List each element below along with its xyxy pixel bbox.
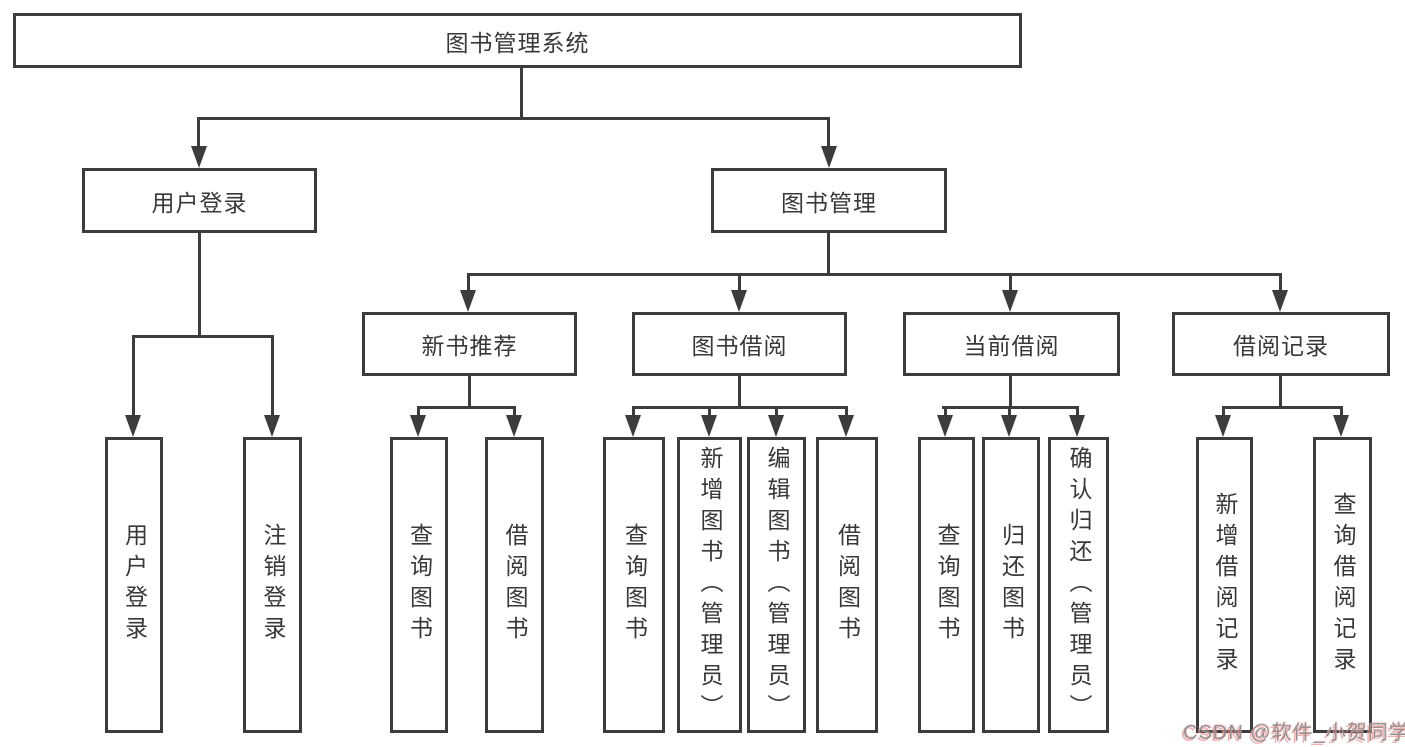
node-book-management-label: 图书管理 — [781, 189, 877, 216]
arrowhead-down-icon — [191, 146, 207, 168]
leaf-borrow-books-recommend-label: 借阅图书 — [502, 523, 528, 647]
node-book-management: 图书管理 — [711, 168, 947, 233]
connector-line — [467, 273, 1282, 276]
leaf-edit-books-admin-label: 编辑图书（管理员） — [764, 445, 790, 725]
leaf-add-borrow-record: 新增借阅记录 — [1196, 437, 1253, 733]
node-user-login: 用户登录 — [82, 168, 317, 233]
node-user-login-label: 用户登录 — [151, 189, 248, 216]
leaf-return-books: 归还图书 — [982, 437, 1040, 733]
leaf-query-books-recommend: 查询图书 — [390, 437, 448, 733]
watermark: CSDN @软件_小贺同学 — [1183, 722, 1405, 744]
leaf-edit-books-admin: 编辑图书（管理员） — [747, 437, 806, 733]
node-borrowing-records-label: 借阅记录 — [1233, 333, 1329, 359]
connector-line — [944, 406, 947, 417]
leaf-query-books-borrowing-label: 查询图书 — [621, 523, 648, 647]
connector-line — [632, 406, 848, 409]
leaf-confirm-return-admin: 确认归还（管理员） — [1048, 437, 1109, 733]
arrowhead-down-icon — [1215, 415, 1231, 437]
connector-line — [845, 406, 848, 417]
leaf-logout: 注销登录 — [243, 437, 302, 733]
connector-line — [708, 406, 711, 417]
node-book-borrowing: 图书借阅 — [632, 312, 847, 376]
connector-line — [1340, 406, 1343, 417]
leaf-user-login-label: 用户登录 — [121, 523, 148, 647]
connector-line — [1222, 406, 1225, 417]
connector-line — [468, 376, 471, 406]
leaf-borrow-books-recommend: 借阅图书 — [485, 437, 544, 733]
node-root: 图书管理系统 — [13, 13, 1022, 68]
node-root-label: 图书管理系统 — [445, 29, 590, 56]
leaf-query-books-borrowing: 查询图书 — [603, 437, 665, 733]
connector-line — [1222, 406, 1343, 409]
arrowhead-down-icon — [506, 415, 522, 437]
node-current-borrowing: 当前借阅 — [903, 312, 1120, 376]
connector-line — [513, 406, 516, 417]
arrowhead-down-icon — [625, 415, 641, 437]
leaf-query-borrow-record: 查询借阅记录 — [1313, 437, 1372, 733]
connector-line — [1279, 376, 1282, 406]
leaf-logout-label: 注销登录 — [260, 523, 286, 647]
connector-line — [197, 117, 200, 150]
connector-line — [520, 68, 523, 117]
connector-line — [417, 406, 516, 409]
arrowhead-down-icon — [125, 415, 141, 437]
leaf-add-books-admin: 新增图书（管理员） — [677, 437, 742, 733]
arrowhead-down-icon — [838, 415, 854, 437]
arrowhead-down-icon — [460, 290, 476, 312]
node-current-borrowing-label: 当前借阅 — [963, 333, 1060, 359]
leaf-query-books-current-label: 查询图书 — [934, 523, 960, 647]
connector-line — [827, 117, 830, 150]
connector-line — [738, 376, 741, 406]
node-new-book-recommendation: 新书推荐 — [362, 312, 577, 376]
connector-line — [1279, 273, 1282, 292]
leaf-borrow-books-borrowing-label: 借阅图书 — [834, 523, 861, 647]
connector-line — [632, 406, 635, 417]
arrowhead-down-icon — [264, 415, 280, 437]
arrowhead-down-icon — [410, 415, 426, 437]
arrowhead-down-icon — [701, 415, 717, 437]
arrowhead-down-icon — [768, 415, 784, 437]
node-borrowing-records: 借阅记录 — [1172, 312, 1390, 376]
node-new-book-recommendation-label: 新书推荐 — [421, 333, 518, 359]
leaf-confirm-return-admin-label: 确认归还（管理员） — [1066, 445, 1092, 725]
connector-line — [198, 233, 201, 335]
connector-line — [827, 233, 830, 273]
arrowhead-down-icon — [1272, 290, 1288, 312]
leaf-query-books-current: 查询图书 — [918, 437, 975, 733]
arrowhead-down-icon — [1069, 415, 1085, 437]
connector-line — [1009, 376, 1012, 406]
arrowhead-down-icon — [1001, 415, 1017, 437]
arrowhead-down-icon — [731, 290, 747, 312]
leaf-add-books-admin-label: 新增图书（管理员） — [697, 445, 723, 725]
leaf-add-borrow-record-label: 新增借阅记录 — [1212, 492, 1238, 678]
arrowhead-down-icon — [1002, 290, 1018, 312]
leaf-query-borrow-record-label: 查询借阅记录 — [1330, 492, 1356, 678]
connector-line — [775, 406, 778, 417]
connector-line — [417, 406, 420, 417]
leaf-return-books-label: 归还图书 — [998, 523, 1025, 647]
connector-line — [1008, 406, 1011, 417]
connector-line — [738, 273, 741, 292]
arrowhead-down-icon — [1333, 415, 1349, 437]
connector-line — [1076, 406, 1079, 417]
connector-line — [132, 335, 135, 417]
arrowhead-down-icon — [821, 146, 837, 168]
connector-line — [132, 335, 274, 338]
connector-line — [1009, 273, 1012, 292]
connector-line — [271, 335, 274, 417]
arrowhead-down-icon — [937, 415, 953, 437]
connector-line — [197, 117, 830, 120]
connector-line — [467, 273, 470, 292]
leaf-borrow-books-borrowing: 借阅图书 — [816, 437, 878, 733]
leaf-user-login: 用户登录 — [105, 437, 163, 733]
node-book-borrowing-label: 图书借阅 — [691, 333, 788, 359]
leaf-query-books-recommend-label: 查询图书 — [406, 523, 433, 647]
